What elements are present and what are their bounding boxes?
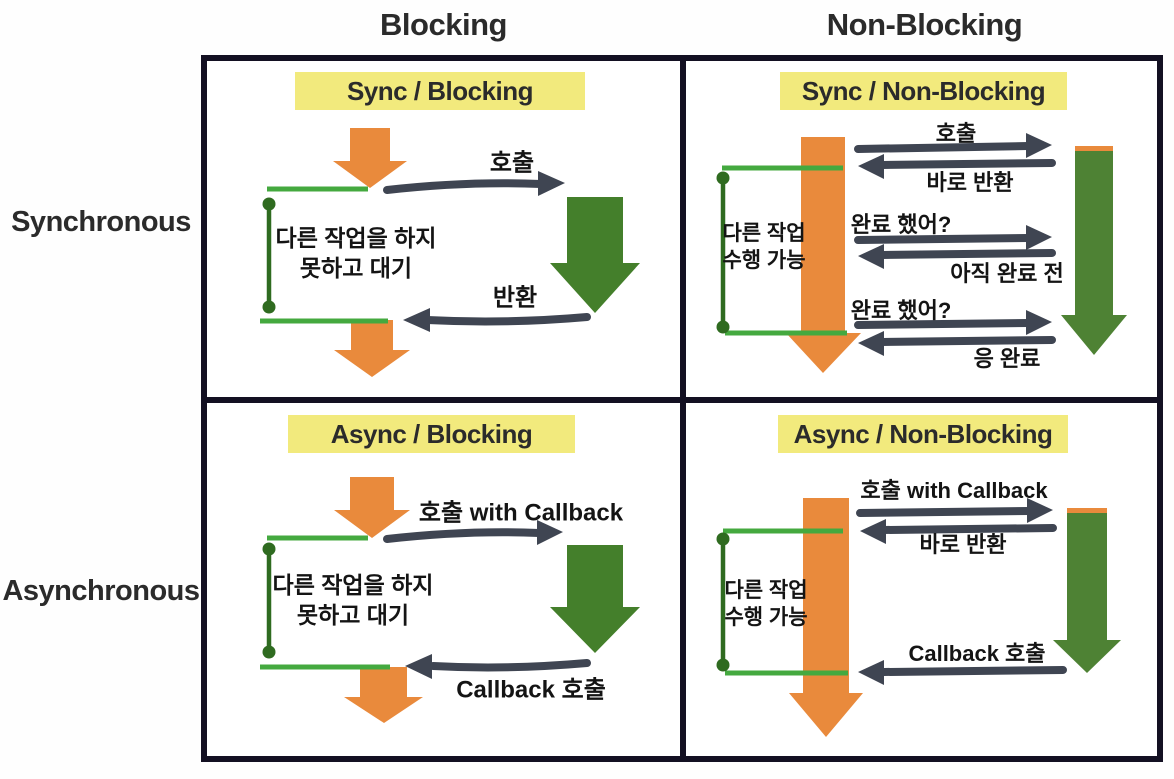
wait-label-line2: 못하고 대기 — [296, 602, 410, 628]
poll1-label: 완료 했어? — [850, 212, 952, 237]
callee-bar-head — [1061, 315, 1127, 355]
return-label: 바로 반환 — [919, 532, 1007, 557]
return-label: 바로 반환 — [926, 170, 1014, 195]
sync-blocking-graphics — [260, 128, 640, 377]
wait-span-dot-top — [716, 532, 730, 546]
callback-label: Callback 호출 — [456, 676, 606, 704]
async-nonblocking-graphics — [716, 498, 1121, 737]
call-arrow-head — [538, 171, 565, 196]
return-arrow-head — [860, 519, 886, 544]
quadrant-title: Sync / Non-Blocking — [780, 72, 1067, 110]
matrix-divider-vertical — [680, 55, 686, 762]
free-label: 다른 작업 수행 가능 — [724, 577, 807, 631]
quadrant-title: Async / Blocking — [288, 415, 575, 453]
call-arrow-line — [383, 179, 545, 194]
callback-arrow-line — [880, 666, 1067, 676]
return-arrow-head — [858, 154, 884, 179]
call-label: 호출 with Callback — [860, 478, 1048, 503]
call-arrow-line — [383, 528, 543, 543]
quadrant-title: Async / Non-Blocking — [778, 415, 1068, 453]
callee-bar-cap — [1067, 508, 1107, 514]
return-arrow-line — [878, 159, 1056, 169]
column-header-nonblocking: Non-Blocking — [826, 7, 1023, 42]
callback-label: Callback 호출 — [908, 641, 1046, 666]
quadrant-sync-blocking: Sync / Blocking 호출 반환 다른 작업을 하지 못하고 대기 — [207, 61, 680, 397]
free-label-line2: 수행 가능 — [724, 606, 808, 629]
poll2-reply-arrow-line — [878, 336, 1056, 346]
call-arrow-head — [1027, 498, 1053, 523]
poll1-arrow-head — [1026, 225, 1052, 250]
callee-bar-head — [1053, 640, 1121, 673]
free-label: 다른 작업 수행 가능 — [722, 220, 805, 274]
wait-label-line1: 다른 작업을 하지 — [275, 225, 437, 251]
caller-arrow-long — [789, 498, 863, 737]
matrix-divider-horizontal — [201, 397, 1163, 403]
return-arrow-line — [880, 524, 1057, 534]
quadrant-title: Sync / Blocking — [295, 72, 585, 110]
poll2-reply-arrow-head — [858, 331, 884, 356]
call-arrow-line — [856, 507, 1033, 517]
free-label-line1: 다른 작업 — [722, 222, 806, 245]
wait-span-dot-bottom — [716, 658, 730, 672]
async-blocking-graphics — [260, 477, 640, 723]
call-label: 호출 — [935, 121, 977, 146]
poll1-reply-arrow-line — [878, 249, 1056, 259]
caller-arrow-bottom — [334, 320, 410, 377]
caller-arrow-bottom — [344, 667, 423, 723]
free-label-line2: 수행 가능 — [722, 249, 806, 272]
quadrant-async-blocking: Async / Blocking 호출 with Callback Callba… — [207, 403, 680, 757]
call-label: 호출 — [489, 149, 535, 177]
wait-span-dot-bottom — [262, 300, 276, 314]
call-arrow-head — [1026, 133, 1052, 158]
poll2-reply-label: 응 완료 — [973, 346, 1041, 371]
wait-label-line1: 다른 작업을 하지 — [272, 572, 434, 598]
wait-span-dot-bottom — [262, 645, 276, 659]
callee-bar-cap — [1075, 146, 1113, 152]
callee-bar — [1067, 513, 1107, 640]
callee-arrow — [550, 545, 640, 653]
return-label: 반환 — [492, 284, 538, 312]
poll1-reply-label: 아직 완료 전 — [950, 261, 1064, 286]
wait-span-dot-top — [716, 171, 730, 185]
wait-span-dot-top — [262, 197, 276, 211]
call-arrow-line — [854, 142, 1032, 153]
callee-bar — [1075, 151, 1113, 315]
wait-span-dot-bottom — [716, 320, 730, 334]
sync-nonblocking-graphics — [716, 133, 1127, 373]
caller-arrow-long — [786, 137, 861, 373]
callback-arrow-line — [429, 659, 591, 672]
row-header-asynchronous: Asynchronous — [2, 574, 200, 607]
call-arrow-head — [537, 520, 563, 545]
wait-label-line2: 못하고 대기 — [299, 255, 413, 281]
call-label: 호출 with Callback — [418, 499, 624, 527]
column-header-blocking: Blocking — [380, 7, 507, 42]
poll1-reply-arrow-head — [858, 244, 884, 269]
poll2-label: 완료 했어? — [850, 298, 952, 323]
callback-arrow-head — [405, 654, 432, 679]
callback-arrow-head — [858, 660, 884, 685]
wait-span-dot-top — [262, 542, 276, 556]
poll1-arrow-line — [854, 234, 1032, 244]
callee-arrow — [550, 197, 640, 313]
caller-arrow-top — [333, 128, 407, 188]
quadrant-async-nonblocking: Async / Non-Blocking 호출 with Callback 바로… — [686, 403, 1163, 757]
poll2-arrow-line — [854, 319, 1032, 329]
poll2-arrow-head — [1026, 310, 1052, 335]
free-label-line1: 다른 작업 — [724, 579, 808, 602]
return-arrow-head — [403, 308, 430, 332]
caller-arrow-top — [334, 477, 410, 538]
return-arrow-line — [423, 313, 591, 326]
row-header-synchronous: Synchronous — [11, 205, 191, 238]
quadrant-sync-nonblocking: Sync / Non-Blocking 호출 바로 반환 완료 — [686, 61, 1163, 397]
wait-label: 다른 작업을 하지 못하고 대기 — [276, 223, 437, 283]
wait-label: 다른 작업을 하지 못하고 대기 — [273, 570, 434, 630]
